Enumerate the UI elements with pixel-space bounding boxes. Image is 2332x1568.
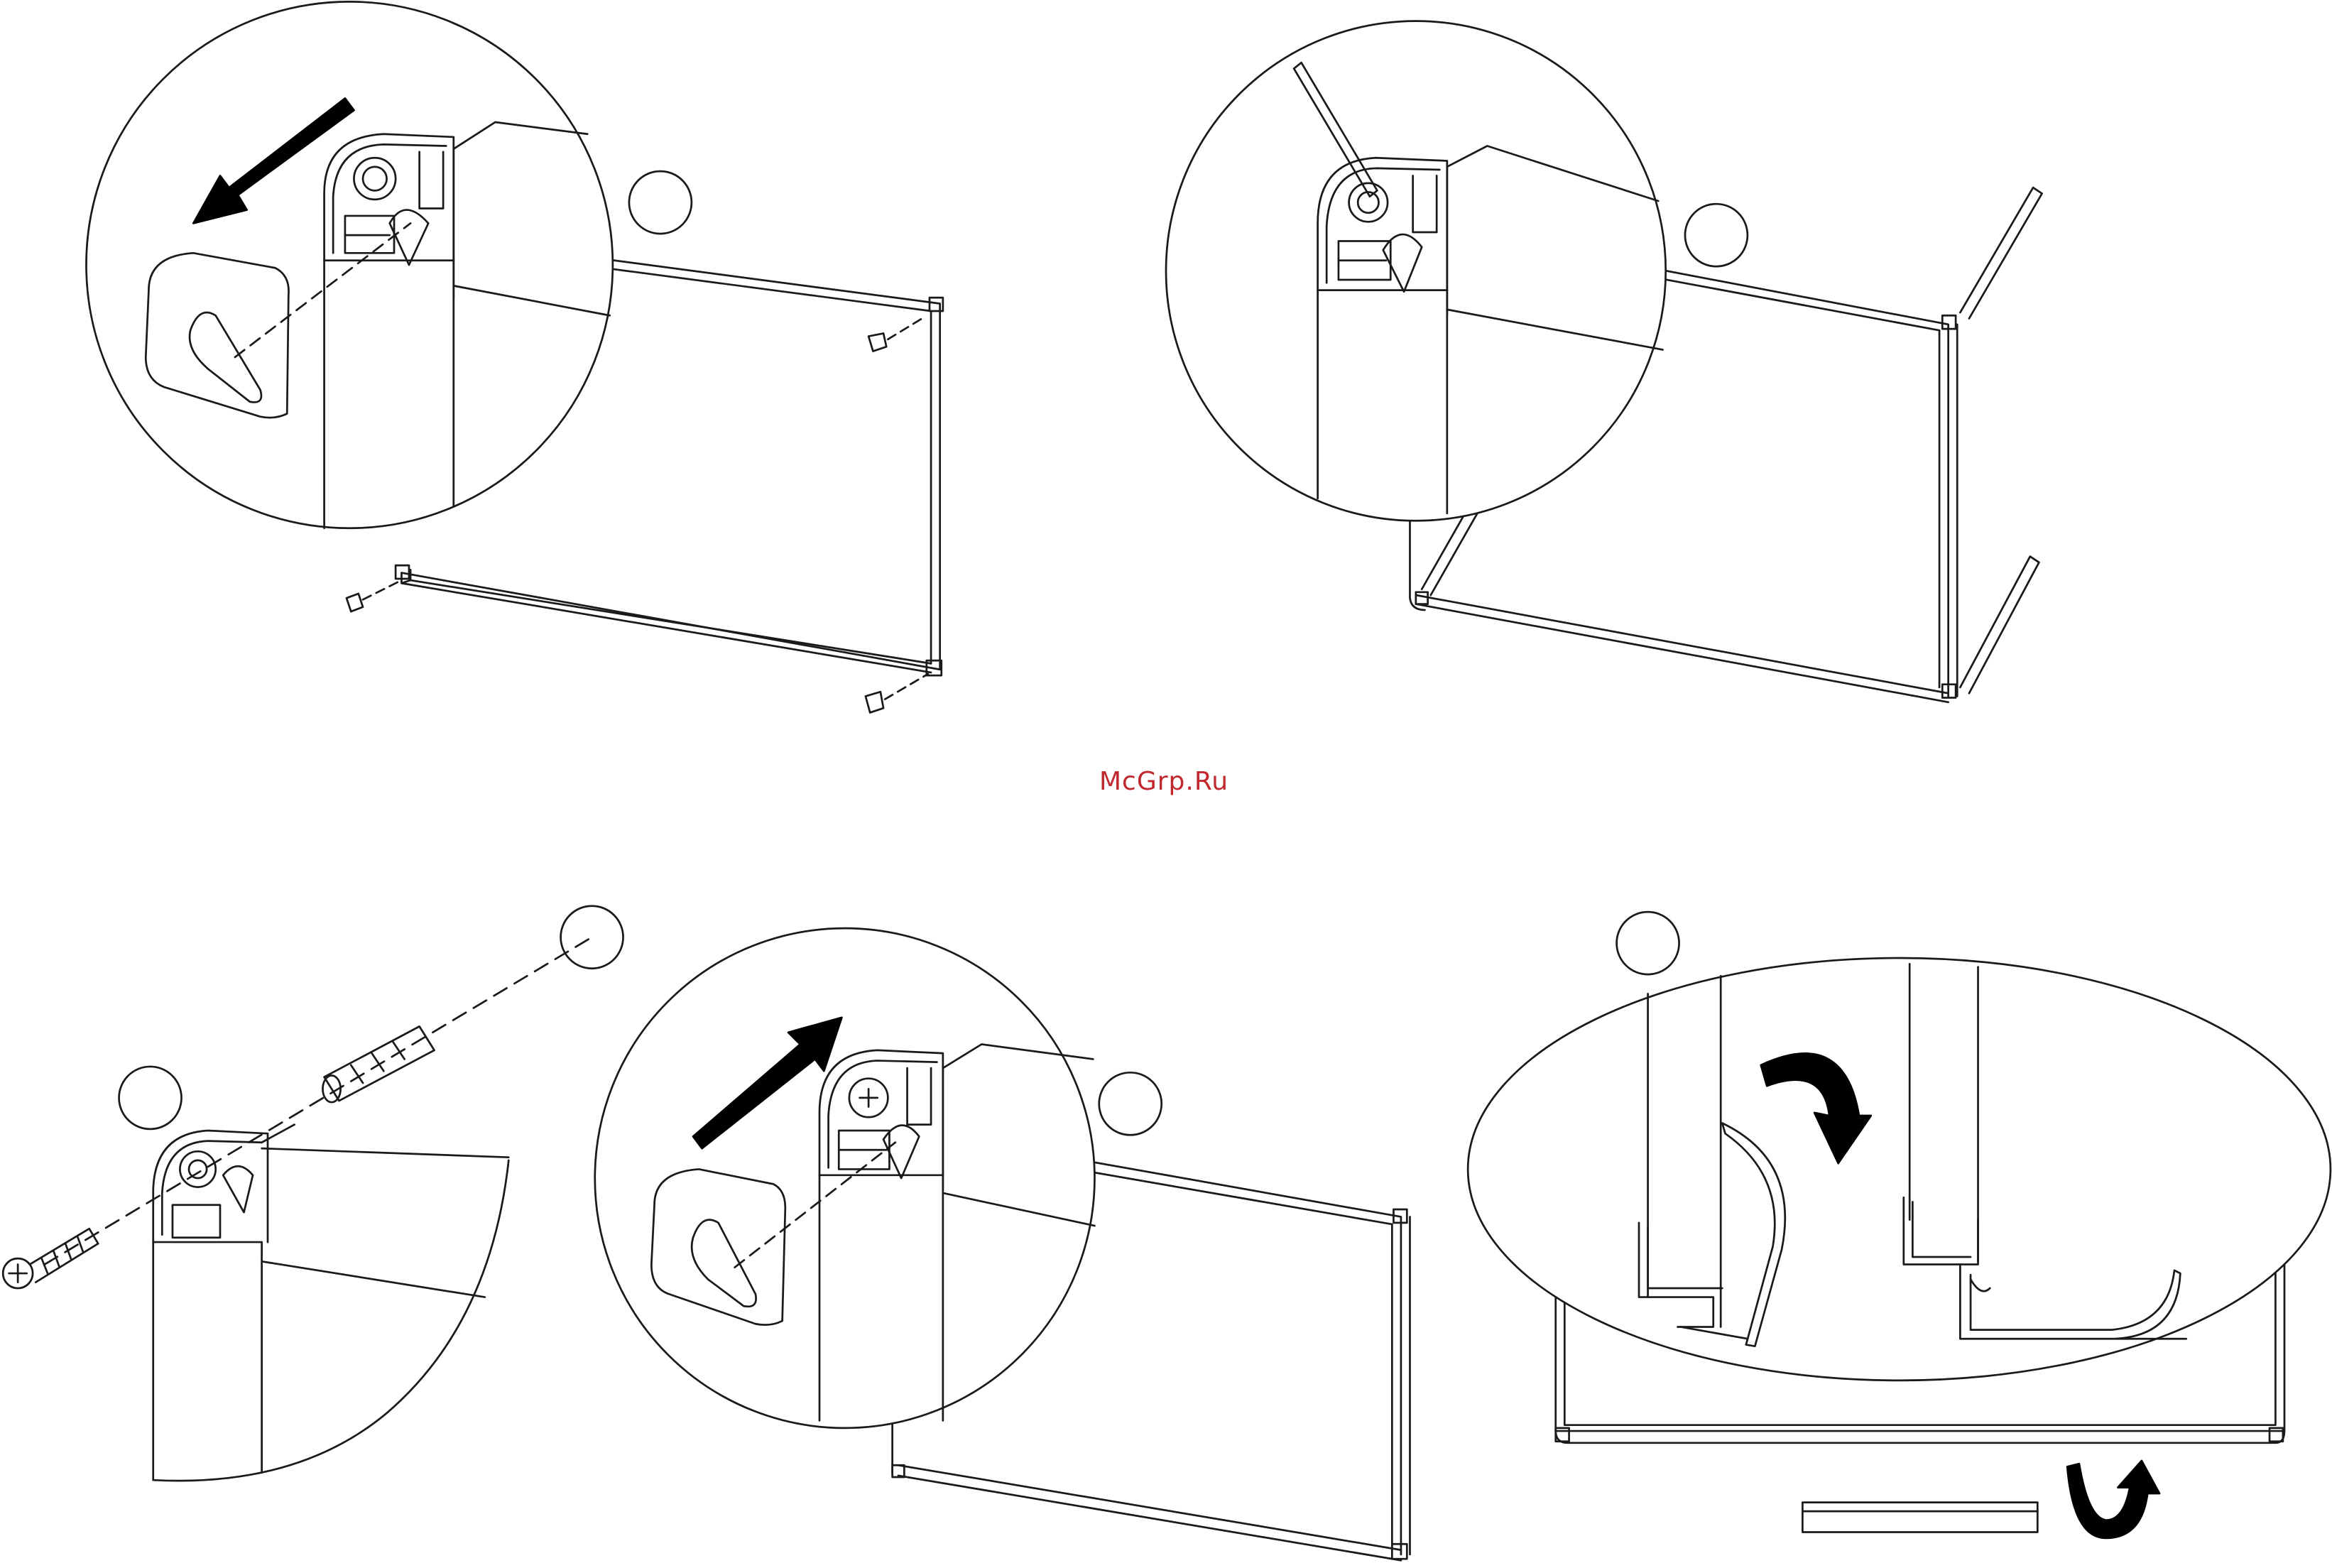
screw-icon	[3, 1229, 98, 1288]
flip-arrow-icon	[2067, 1461, 2159, 1538]
step-panel-top-left	[86, 1, 942, 712]
step-number-circle	[629, 171, 692, 234]
wall-clip-bottom-right	[866, 674, 928, 712]
pry-tool-top-right	[1960, 187, 2042, 318]
magnifier-circle-1	[86, 1, 612, 528]
magnifier-circle-3	[595, 928, 1095, 1428]
watermark-text: McGrp.Ru	[1099, 767, 1241, 802]
step-panel-bottom-left	[3, 906, 623, 1481]
step-panel-top-right	[1166, 21, 2042, 702]
step-number-circle	[561, 906, 623, 969]
step-number-circle	[1099, 1072, 1162, 1135]
pry-tool-bottom-right	[1960, 557, 2039, 694]
magnifier-oval	[1468, 958, 2331, 1381]
edge-strip-icon	[1802, 1503, 2037, 1532]
magnifier-circle-2	[1166, 21, 1666, 521]
wall-dowel-icon	[322, 1026, 434, 1102]
step-number-circle	[1617, 912, 1679, 974]
step-number-circle	[1685, 204, 1748, 266]
step-number-circle	[119, 1067, 182, 1129]
wall-clip-bottom-left	[347, 582, 398, 611]
step-panel-bottom-right	[1468, 912, 2331, 1538]
wall-clip-top-right	[868, 318, 922, 351]
step-panel-bottom-middle	[595, 928, 1410, 1560]
